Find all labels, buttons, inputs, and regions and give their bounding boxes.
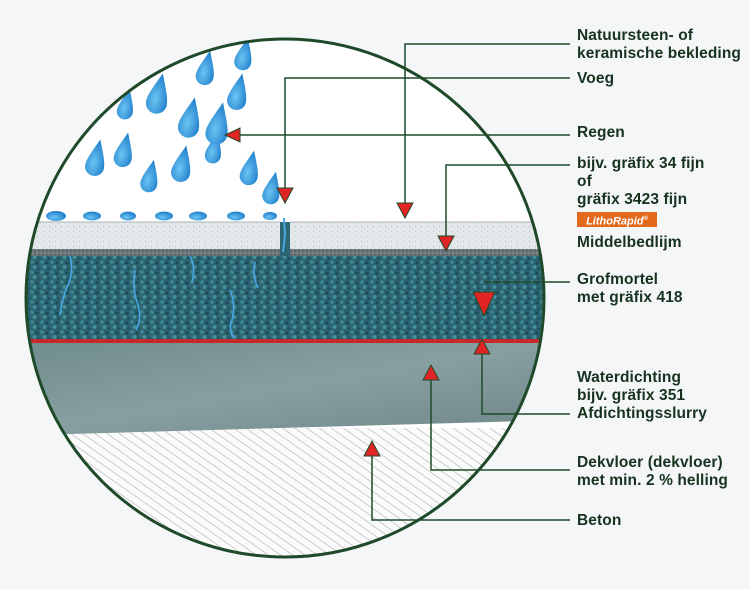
coarse-mortar-layer	[26, 256, 544, 339]
label-grofmortel-1: Grofmortel	[577, 271, 659, 288]
label-waterdichting-3: Afdichtingsslurry	[577, 405, 708, 422]
membrane-layer	[26, 339, 544, 343]
arrowheads	[223, 127, 496, 457]
arrow-regen	[223, 127, 241, 143]
label-dekvloer-2: met min. 2 % helling	[577, 472, 728, 489]
water-beads	[46, 211, 277, 221]
label-middelbedlijm: Middelbedlijm	[577, 234, 682, 251]
badge-mark: ®	[643, 216, 648, 222]
label-product-1: bijv. gräfix 34 fijn	[577, 155, 705, 172]
lithorapid-badge: LithoRapid®	[577, 212, 657, 228]
arrow-waterdichting	[473, 337, 491, 355]
badge-text: LithoRapid	[586, 215, 644, 228]
label-dekvloer-1: Dekvloer (dekvloer)	[577, 454, 723, 471]
label-beton: Beton	[577, 512, 622, 529]
leader-lines	[240, 43, 570, 521]
label-waterdichting-1: Waterdichting	[577, 369, 682, 386]
label-product-2: of	[577, 173, 592, 190]
label-natuursteen-1: Natuursteen- of	[577, 27, 694, 44]
water-seepage	[59, 255, 259, 339]
screed-layer	[26, 341, 544, 436]
arrow-bekleding	[396, 202, 414, 220]
label-product-3: gräfix 3423 fijn	[577, 191, 688, 208]
tile-right	[290, 222, 544, 249]
label-grofmortel-2: met gräfix 418	[577, 289, 683, 306]
arrow-middelbedlijm	[437, 235, 455, 253]
label-regen: Regen	[577, 124, 625, 141]
tile-left	[26, 222, 280, 249]
label-natuursteen-2: keramische bekleding	[577, 45, 741, 62]
detail-circle	[24, 37, 546, 559]
arrow-grofmortel	[472, 291, 496, 318]
raindrops	[85, 39, 280, 205]
label-voeg: Voeg	[577, 70, 615, 87]
label-waterdichting-2: bijv. gräfix 351	[577, 387, 686, 404]
arrow-beton	[363, 439, 381, 457]
arrow-dekvloer	[422, 363, 440, 381]
arrow-voeg	[276, 187, 294, 205]
